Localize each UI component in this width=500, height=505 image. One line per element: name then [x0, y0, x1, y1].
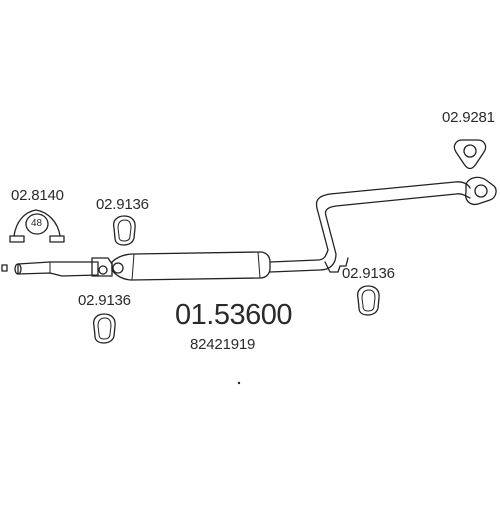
inlet-pipe	[14, 261, 99, 277]
sealing-ring-right-icon	[356, 285, 380, 316]
sealing-ring-left-icon	[92, 313, 116, 344]
clamp-icon	[9, 209, 65, 243]
stray-dot	[237, 381, 241, 385]
flange-gasket-icon	[453, 139, 487, 170]
clamp-part-label: 02.8140	[11, 187, 64, 204]
end-cap-icon	[1, 264, 8, 272]
ring-left-part-label: 02.9136	[78, 292, 131, 309]
main-part-number: 01.53600	[175, 299, 292, 331]
ring-right-part-label: 02.9136	[342, 265, 395, 282]
flange-part-label: 02.9281	[442, 109, 495, 126]
ring-top-part-label: 02.9136	[96, 196, 149, 213]
outlet-pipe	[269, 181, 471, 273]
sealing-ring-top-icon	[112, 215, 136, 246]
exhaust-assembly	[1, 176, 497, 281]
silencer-body	[111, 251, 271, 281]
clamp-size-label: 48	[31, 218, 43, 229]
oem-number: 82421919	[190, 336, 256, 353]
joint-bracket	[91, 257, 113, 277]
end-flange	[464, 176, 497, 206]
